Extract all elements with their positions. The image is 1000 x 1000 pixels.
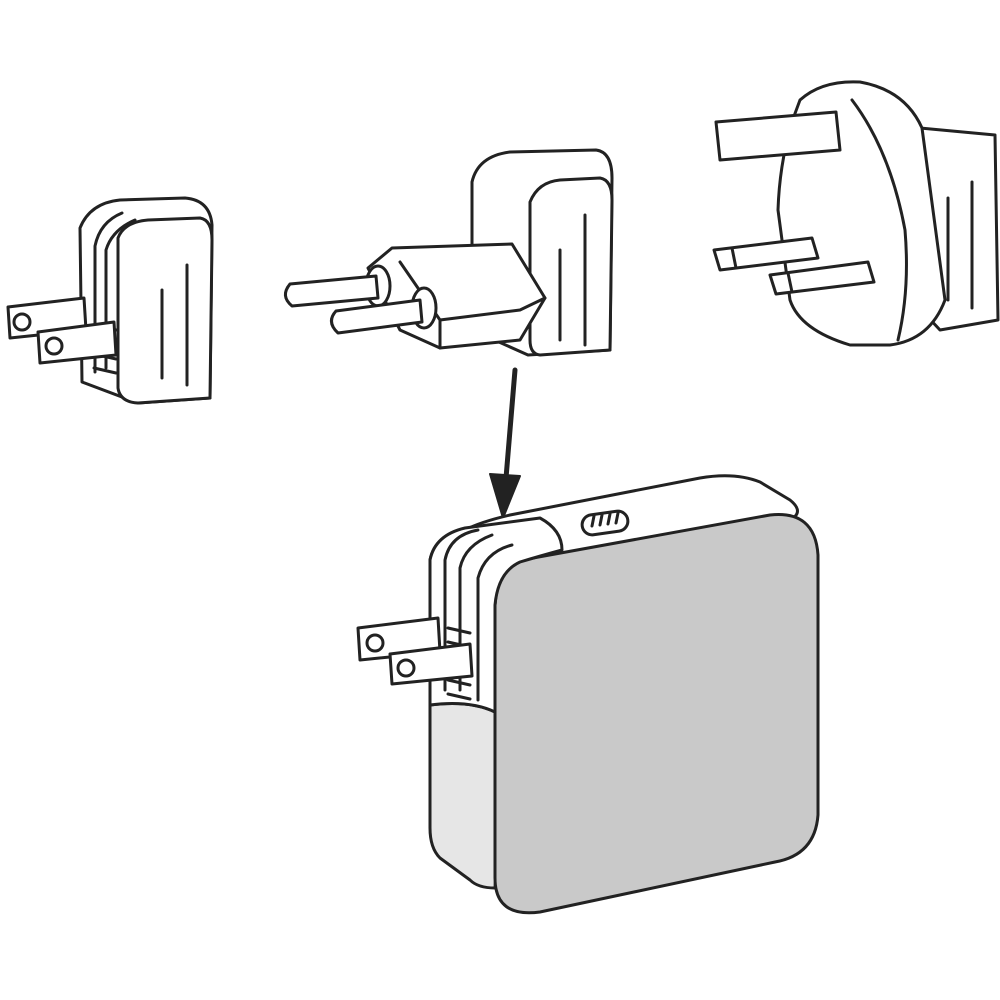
uk-plug-adapter-icon [712,80,1000,347]
us-plug-adapter-icon [6,196,214,405]
eu-plug-adapter-icon [284,148,614,357]
power-adapter-icon [356,474,820,915]
indicator-light-icon [580,509,630,537]
down-arrow-icon [489,367,521,519]
